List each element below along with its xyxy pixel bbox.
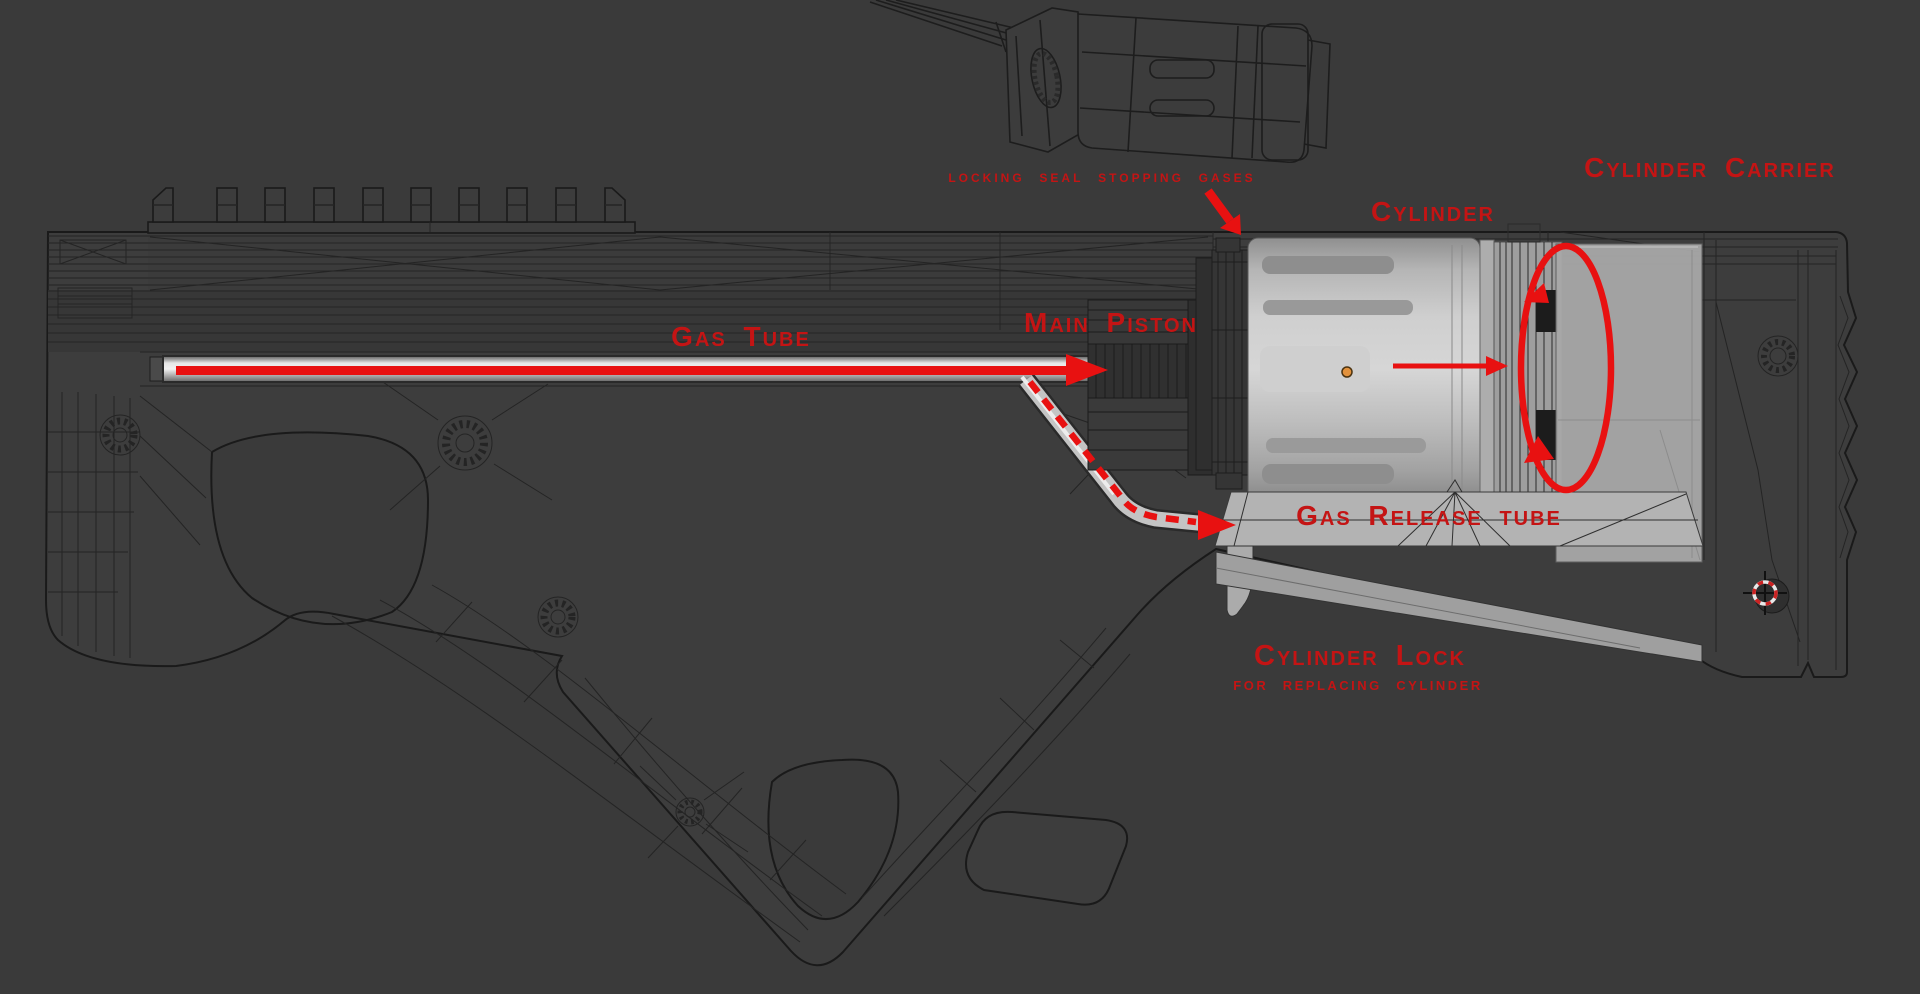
gas-release-dashed-arrow [1027,379,1236,540]
stock-bottom-wedge [1215,551,1703,663]
chamber-arrow [1393,356,1508,376]
label-gas-release-tube: Gas Release tube [1296,500,1562,531]
base-plate-render [1214,479,1704,547]
rail-plate [148,233,1213,290]
label-cylinder: Cylinder [1370,196,1496,227]
origin-dot-icon [1341,366,1353,378]
detached-cylinder-wireframe [869,0,1331,164]
cylinder-rotation-ellipse [1517,242,1615,494]
label-cylinder-lock-sub: for replacing cylinder [1233,674,1483,694]
label-main-piston: Main Piston [1024,307,1198,338]
picatinny-rail [147,187,636,234]
3d-cursor-icon [1743,571,1790,615]
label-gas-tube: Gas Tube [671,321,811,352]
label-cylinder-carrier: Cylinder Carrier [1584,152,1836,183]
cylinder-render [1195,223,1563,515]
label-locking-seal: locking seal stopping gases [948,167,1256,186]
gas-flow-arrow [176,354,1108,386]
label-cylinder-lock: Cylinder Lock [1254,640,1466,672]
locking-seal-arrow [1204,188,1241,235]
